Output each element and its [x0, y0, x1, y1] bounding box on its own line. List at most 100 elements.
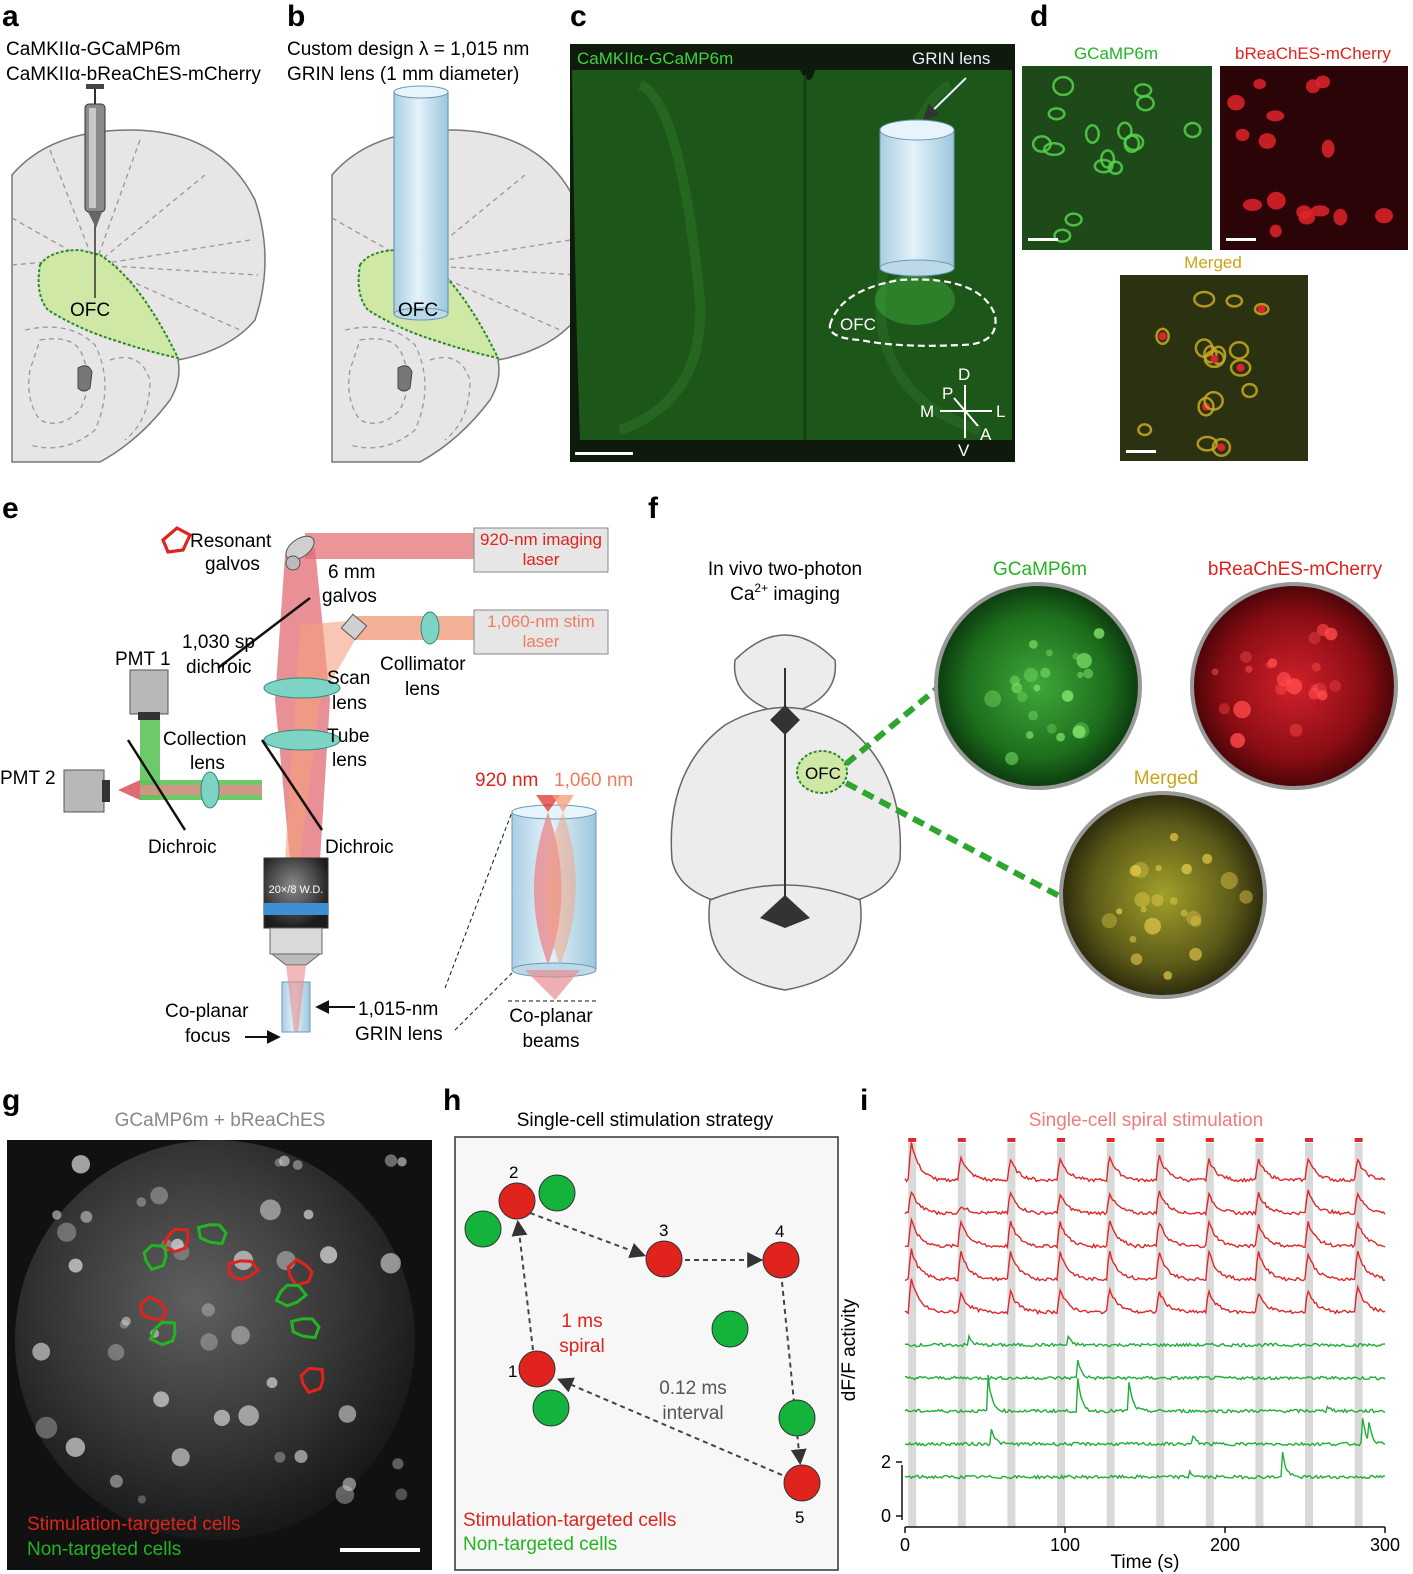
panel-label-c: c	[570, 0, 587, 33]
g-legend-green: Non-targeted cells	[27, 1539, 181, 1560]
cell-f0	[1056, 732, 1065, 742]
section-lines-a	[11, 139, 259, 449]
cell-f2	[1189, 947, 1202, 961]
cell-g	[266, 1377, 278, 1389]
d-label-green: GCaMP6m	[1074, 44, 1158, 63]
galvo-6mm-icon	[340, 613, 368, 641]
dichroic-right-label: Dichroic	[325, 837, 394, 858]
h-cell-ng3	[711, 1310, 749, 1348]
cell-g	[80, 1211, 93, 1223]
cell-f2	[1101, 913, 1117, 929]
cell-d2	[1203, 349, 1226, 369]
cell-f1	[1308, 687, 1321, 700]
h-cell-5	[783, 1464, 821, 1502]
cell-d1	[1269, 224, 1282, 238]
cell-g	[150, 1186, 168, 1205]
cell-f2	[1130, 953, 1143, 965]
h-cell-1	[518, 1350, 556, 1388]
cpf-l2: focus	[185, 1026, 230, 1047]
imaging-laser-box	[473, 527, 609, 573]
panel-label-h: h	[443, 1084, 461, 1117]
cell-g	[395, 1488, 408, 1501]
d-label-merged: Merged	[1184, 253, 1242, 272]
cell-d1	[1298, 210, 1316, 225]
cell-g	[32, 1342, 51, 1361]
cell-f2	[1155, 864, 1162, 872]
panel-label-e: e	[2, 492, 19, 525]
roi-non-targeted	[196, 1223, 228, 1246]
cell-f0	[1033, 684, 1041, 692]
resonant-l2: galvos	[205, 554, 260, 575]
grin-lens-icon-b	[393, 85, 449, 321]
panel-label-b: b	[287, 0, 305, 33]
panel-label-i: i	[860, 1084, 868, 1117]
cell-d0	[1093, 158, 1114, 174]
h-cell-ng4	[532, 1389, 570, 1427]
cell-g	[200, 1333, 218, 1351]
cell-f1	[1267, 658, 1278, 668]
cell-g	[380, 1253, 401, 1274]
cell-d-core	[1257, 305, 1266, 314]
cell-d2	[1137, 423, 1153, 437]
stim-window	[908, 1143, 917, 1527]
cell-f2	[1140, 906, 1147, 913]
cell-g	[136, 1197, 147, 1207]
scan-lens-icon	[263, 677, 341, 699]
cell-f2	[1116, 908, 1123, 915]
cell-d1	[1235, 128, 1250, 142]
collection-l1: Collection	[163, 729, 246, 750]
h-spiral-l2: spiral	[559, 1336, 604, 1357]
syringe-icon	[84, 84, 106, 298]
trace-non-targeted	[904, 1418, 1386, 1447]
panel-h: h Single-cell stimulation strategy 2 3 4…	[443, 1084, 839, 1571]
galvo6-l2: galvos	[322, 586, 377, 607]
stim-window	[1057, 1143, 1065, 1527]
d-label-red: bReaChES-mCherry	[1235, 44, 1391, 63]
orientation-compass	[940, 385, 992, 438]
cell-d-core	[1210, 354, 1219, 363]
cell-f2	[1220, 872, 1238, 890]
cell-f0	[1061, 690, 1074, 702]
h-num-5: 5	[795, 1508, 804, 1527]
cell-d1	[1258, 133, 1277, 149]
resonant-l1: Resonant	[190, 531, 272, 552]
roi-targeted	[286, 1257, 314, 1288]
cell-d0	[1031, 135, 1052, 153]
i-xlabel: Time (s)	[1111, 1552, 1180, 1573]
axis-a: A	[980, 425, 992, 444]
ofc-label-a: OFC	[70, 300, 110, 321]
cell-d0	[1123, 133, 1145, 152]
collection-l2: lens	[190, 753, 225, 774]
img-laser-l2: laser	[523, 550, 560, 569]
trace-non-targeted	[904, 1359, 1386, 1381]
cell-f2	[1129, 864, 1142, 877]
cell-g	[52, 1210, 62, 1220]
cell-f0	[984, 690, 1002, 708]
h-title: Single-cell stimulation strategy	[517, 1110, 774, 1131]
trace-targeted	[904, 1278, 1386, 1315]
img-laser-l1: 920-nm imaging	[480, 530, 602, 549]
cell-g	[109, 1474, 123, 1488]
cell-f0	[1083, 668, 1094, 679]
scale-bar-d3	[1126, 450, 1156, 453]
cell-g	[238, 1405, 259, 1426]
cell-d2	[1203, 344, 1218, 364]
scale-bar-c	[575, 452, 633, 455]
cell-f0	[1023, 667, 1038, 683]
f-title-l2: Ca2+ imaging	[730, 581, 840, 605]
panel-d: d GCaMP6m bReaChES-mCherry Merged	[1022, 0, 1408, 461]
dichroic-right	[260, 739, 324, 831]
h-legend-green: Non-targeted cells	[463, 1534, 617, 1555]
stim-laser-box	[473, 609, 609, 655]
stim-marker	[1007, 1138, 1016, 1142]
ofc-label-f: OFC	[805, 764, 841, 783]
cell-d0	[1042, 142, 1066, 157]
galvo6-l1: 6 mm	[328, 562, 376, 583]
dichroic-left	[126, 739, 187, 831]
coll-l2: lens	[405, 679, 440, 700]
cell-f0	[1072, 725, 1086, 739]
trace-non-targeted	[904, 1374, 1386, 1414]
cell-f0	[1077, 671, 1084, 679]
